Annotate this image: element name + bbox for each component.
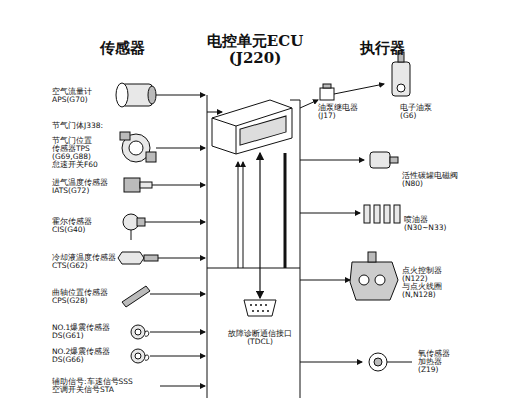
component-label: 节气门体J338: xyxy=(52,122,116,130)
component-label: 点火控制器 (N122) 与点火线圈 (N,N128) xyxy=(402,267,447,299)
component-label: 霍尔传感器 CIS(G40) xyxy=(52,218,102,234)
component-label: 空气流量计 APS(G70) xyxy=(52,88,102,104)
component-label: 活性碳罐电磁阀 (N80) xyxy=(402,172,457,188)
node-text: 故障诊断通信接口 (TDCL) xyxy=(220,330,300,346)
component-label: 进气温度传感器 IATS(G72) xyxy=(52,179,112,195)
component-label: NO.2爆震传感器 DS(G66) xyxy=(52,348,114,364)
node-text: 电控单元ECU (J220) xyxy=(205,33,305,67)
section-heading: 传感器 xyxy=(100,40,170,57)
diagnostic-connector: 故障诊断通信接口 (TDCL) xyxy=(220,298,300,346)
component-label: 节气门位置 传感器TPS (G69,G88) 怠速开关F60 xyxy=(52,137,102,169)
component-label: 辅助信号:车速信号SSS 空调开关信号STA xyxy=(52,378,152,394)
component-label: NO.1爆震传感器 DS(G61) xyxy=(52,324,114,340)
component-label: 曲轴位置传感器 CPS(G28) xyxy=(52,289,110,305)
component-label: 冷却液温度传感器 CTS(G62) xyxy=(52,254,112,270)
signal-arrow xyxy=(259,153,260,298)
component-label: 电子油泵 (G6) xyxy=(400,104,440,120)
component-label: 氧传感器 加热器 (Z19) xyxy=(418,350,454,374)
component-label: 喷油器 (N30~N33) xyxy=(404,216,449,232)
ecu-unit: 电控单元ECU (J220) xyxy=(205,33,305,153)
component-label: 油泵继电器 (J17) xyxy=(318,104,363,120)
section-heading: 执行器 xyxy=(360,40,430,57)
